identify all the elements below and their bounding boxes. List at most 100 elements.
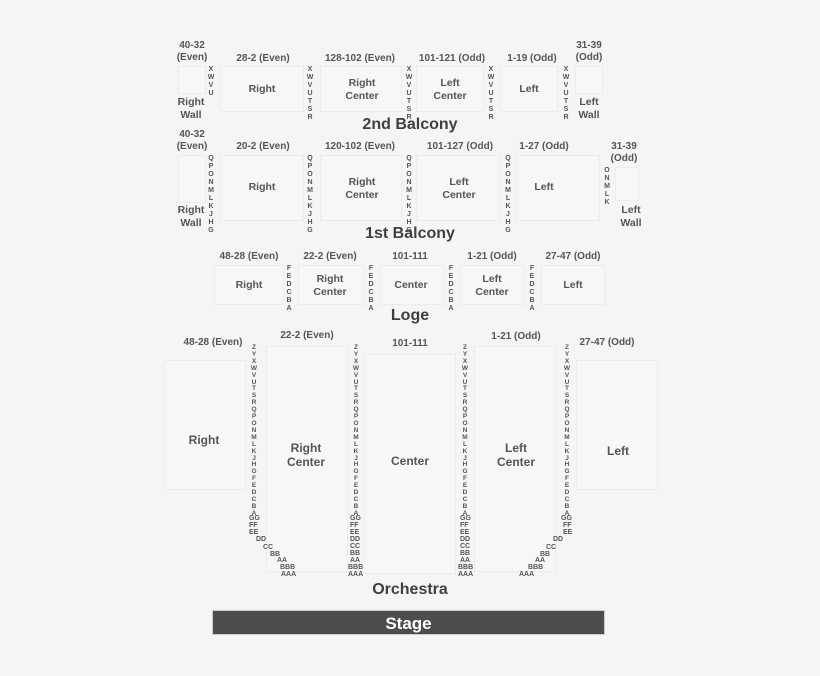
balcony1-left-wall-block[interactable] — [615, 167, 639, 201]
row-label: N — [251, 426, 257, 434]
orchestra-center-block[interactable] — [364, 354, 456, 574]
row-label: FF — [563, 522, 572, 529]
row-label: R — [462, 399, 468, 407]
row-label: U — [488, 90, 494, 97]
orchestra-right-block[interactable] — [164, 360, 246, 490]
row-label: L — [307, 195, 313, 202]
row-label: J — [308, 211, 312, 218]
row-label: K — [462, 447, 468, 455]
row-label: W — [563, 364, 571, 372]
orchestra-left-center-block[interactable] — [474, 346, 556, 572]
row-label: Q — [505, 155, 511, 162]
loge-right-block[interactable] — [214, 265, 284, 305]
row-label: GG — [249, 515, 260, 522]
row-label: D — [353, 489, 359, 497]
row-label: AA — [460, 557, 471, 564]
row-label: K — [251, 447, 257, 455]
balcony2-right-block[interactable] — [220, 66, 304, 112]
loge-left-center-seats: 1-21 (Odd) — [467, 251, 517, 262]
row-label: L — [406, 195, 412, 202]
balcony2-left-block[interactable] — [500, 66, 558, 112]
orchestra-left-center-seats: 1-21 (Odd) — [491, 331, 541, 342]
row-label: V — [406, 82, 412, 89]
loge-left-center-block[interactable] — [460, 265, 524, 305]
row-label: D — [462, 489, 468, 497]
row-label: J — [209, 211, 213, 218]
row-label: O — [462, 419, 468, 427]
row-label: W — [207, 74, 215, 81]
row-label: C — [448, 289, 454, 296]
balcony2-left-wall-block[interactable] — [575, 66, 603, 94]
row-label: BBB — [280, 564, 296, 571]
row-label: E — [448, 273, 454, 280]
row-label: A — [564, 509, 570, 517]
row-label: D — [448, 281, 454, 288]
balcony2-right-center-block[interactable] — [320, 66, 402, 112]
row-label: S — [488, 106, 494, 113]
row-label: X — [488, 66, 494, 73]
orchestra-left-seats: 27-47 (Odd) — [579, 337, 635, 348]
balcony1-right-center-block[interactable] — [320, 155, 402, 221]
row-label: N — [604, 175, 610, 182]
orchestra-left-block[interactable] — [576, 360, 658, 490]
row-label: GG — [460, 515, 471, 522]
row-label: X — [208, 66, 214, 73]
row-label: Q — [406, 155, 412, 162]
balcony1-left-block[interactable] — [516, 155, 600, 221]
row-label: W — [306, 74, 314, 81]
balcony1-right-wall-block[interactable] — [178, 155, 206, 203]
row-label: BBB — [528, 564, 544, 571]
orchestra-right-center-block[interactable] — [266, 346, 348, 572]
row-label: H — [353, 461, 359, 469]
balcony2-title: 2nd Balcony — [362, 116, 458, 133]
balcony1-left-center-block[interactable] — [416, 155, 500, 221]
balcony1-right-block[interactable] — [220, 155, 304, 221]
row-label: K — [307, 203, 313, 210]
row-label: X — [462, 357, 468, 365]
row-label: J — [463, 454, 467, 462]
row-label: D — [529, 281, 535, 288]
row-label: U — [307, 90, 313, 97]
row-label: L — [604, 191, 610, 198]
loge-center-block[interactable] — [380, 265, 444, 305]
row-label: J — [506, 211, 510, 218]
balcony2-left-center-block[interactable] — [416, 66, 484, 112]
row-label: O — [353, 419, 359, 427]
row-label: CC — [546, 544, 557, 551]
loge-right-center-block[interactable] — [298, 265, 364, 305]
row-label: C — [368, 289, 374, 296]
balcony2-right-wall-block[interactable] — [178, 66, 206, 94]
row-label: X — [563, 66, 569, 73]
row-label: S — [462, 392, 468, 400]
loge-left-block[interactable] — [541, 265, 605, 305]
row-label: L — [208, 195, 214, 202]
row-label: M — [406, 187, 412, 194]
row-label: R — [488, 114, 494, 121]
row-label: M — [564, 433, 570, 441]
row-label: F — [463, 475, 467, 483]
row-label: S — [353, 392, 359, 400]
row-label: Z — [252, 344, 256, 351]
row-label: O — [564, 419, 570, 427]
row-label: D — [564, 489, 570, 497]
row-label: BB — [270, 551, 281, 558]
row-label: C — [564, 495, 570, 503]
stage: Stage — [212, 610, 605, 635]
row-label: V — [208, 82, 214, 89]
row-label: C — [251, 495, 257, 503]
row-label: T — [488, 98, 494, 105]
row-label: B — [529, 297, 535, 304]
row-label: T — [463, 385, 467, 393]
orchestra-right-name: Right — [188, 433, 220, 447]
row-label: P — [406, 163, 412, 170]
